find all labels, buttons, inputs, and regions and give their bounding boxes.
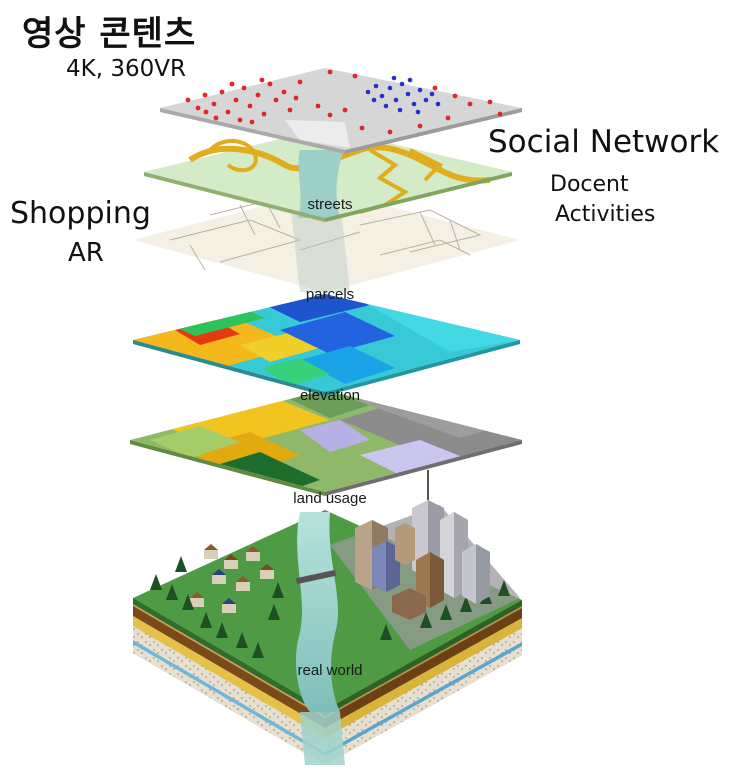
parcels-label: parcels bbox=[306, 286, 354, 303]
streets-label: streets bbox=[307, 196, 352, 213]
blue-dots bbox=[365, 75, 441, 115]
activities-label: Activities bbox=[555, 202, 656, 227]
streets-layer: streets bbox=[144, 128, 512, 222]
elevation-label: elevation bbox=[300, 387, 360, 404]
shopping-label: Shopping bbox=[10, 196, 151, 231]
parcels-layer: parcels bbox=[133, 190, 520, 303]
city-buildings bbox=[355, 470, 490, 620]
land-usage-label: land usage bbox=[293, 490, 366, 507]
real-world-layer: real world bbox=[133, 470, 522, 765]
content-layer bbox=[160, 68, 522, 154]
village bbox=[190, 544, 274, 613]
red-dots bbox=[185, 69, 503, 135]
subtitle-label: 4K, 360VR bbox=[66, 56, 186, 82]
land-usage-layer: land usage bbox=[130, 390, 522, 507]
bridge bbox=[295, 569, 337, 585]
ar-label: AR bbox=[68, 238, 104, 268]
real-world-label: real world bbox=[297, 662, 362, 679]
title-label: 영상 콘텐츠 bbox=[22, 14, 197, 54]
docent-label: Docent bbox=[550, 172, 629, 197]
river bbox=[295, 512, 340, 712]
social-network-label: Social Network bbox=[488, 124, 720, 160]
street-river bbox=[298, 150, 344, 218]
